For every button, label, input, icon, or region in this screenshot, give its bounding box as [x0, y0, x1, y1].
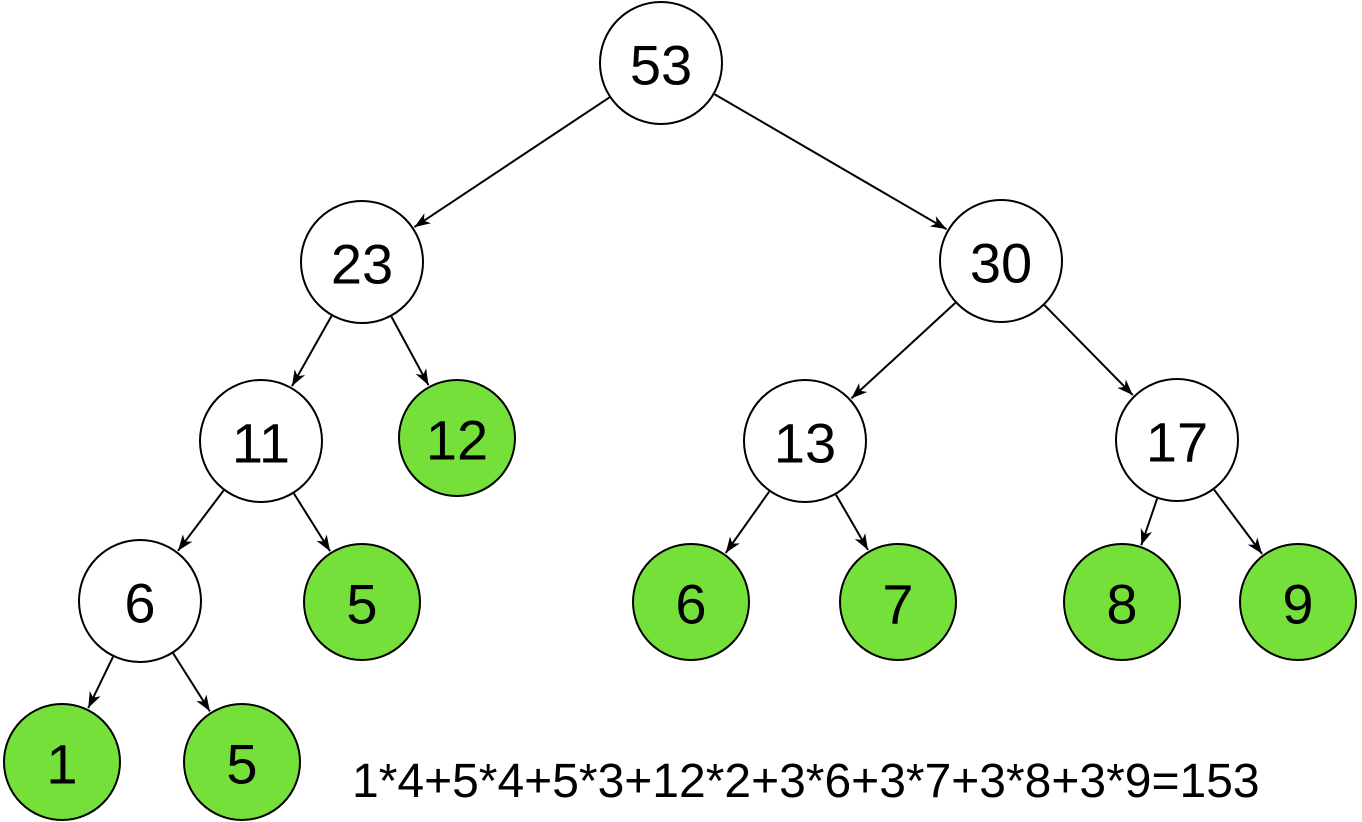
tree-edges [87, 93, 1263, 712]
tree-node-label: 53 [630, 34, 692, 97]
tree-node-circle [743, 379, 867, 503]
tree-node-label: 5 [226, 733, 257, 796]
tree-node-circle [1115, 378, 1239, 502]
tree-node-leaf-5a: 5 [303, 543, 421, 661]
tree-node-circle [303, 543, 421, 661]
tree-node-leaf-12: 12 [398, 379, 516, 497]
tree-edge-root-53-n-30 [714, 93, 948, 231]
tree-edge-n-23-n-11 [291, 315, 333, 387]
tree-node-circle [300, 200, 424, 324]
tree-edge-n-23-leaf-12 [390, 316, 430, 386]
tree-node-circle [398, 379, 516, 497]
tree-node-circle [199, 379, 323, 503]
tree-node-label: 5 [346, 573, 377, 636]
tree-edge-n-6-leaf-1 [87, 656, 114, 709]
tree-node-leaf-1: 1 [3, 703, 121, 821]
tree-edge-n-13-leaf-6 [724, 491, 771, 554]
tree-node-circle [839, 543, 957, 661]
tree-node-label: 6 [124, 572, 155, 635]
tree-node-label: 17 [1146, 411, 1208, 474]
tree-node-label: 13 [774, 412, 836, 475]
tree-node-leaf-9: 9 [1239, 543, 1357, 661]
tree-node-circle [939, 199, 1063, 323]
tree-node-root-53: 53 [599, 1, 723, 125]
tree-node-circle [1063, 543, 1181, 661]
tree-node-n-23: 23 [300, 200, 424, 324]
tree-node-label: 1 [46, 733, 77, 796]
tree-node-leaf-6: 6 [632, 543, 750, 661]
tree-node-n-11: 11 [199, 379, 323, 503]
tree-node-label: 30 [970, 232, 1032, 295]
tree-edge-n-11-leaf-5a [293, 492, 331, 552]
tree-node-circle [78, 539, 202, 663]
tree-node-circle [1239, 543, 1357, 661]
tree-node-leaf-8: 8 [1063, 543, 1181, 661]
tree-nodes: 53 23 30 11 12 13 17 6 5 6 7 8 9 1 5 [3, 1, 1357, 821]
tree-node-n-17: 17 [1115, 378, 1239, 502]
formula-text: 1*4+5*4+5*3+12*2+3*6+3*7+3*8+3*9=153 [352, 755, 1260, 808]
tree-edge-n-17-leaf-8 [1140, 498, 1159, 546]
tree-node-circle [599, 1, 723, 125]
tree-node-circle [632, 543, 750, 661]
tree-edge-n-30-n-17 [1043, 304, 1134, 396]
tree-edge-n-6-leaf-5b [172, 652, 211, 712]
tree-node-circle [183, 703, 301, 821]
tree-edge-n-17-leaf-9 [1213, 489, 1263, 555]
tree-node-n-30: 30 [939, 199, 1063, 323]
tree-node-circle [3, 703, 121, 821]
tree-node-leaf-5b: 5 [183, 703, 301, 821]
tree-edge-root-53-n-23 [413, 96, 610, 228]
tree-node-label: 6 [675, 573, 706, 636]
tree-node-label: 12 [426, 409, 488, 472]
tree-node-n-13: 13 [743, 379, 867, 503]
tree-node-label: 8 [1106, 573, 1137, 636]
tree-edge-n-13-leaf-7 [835, 494, 869, 551]
tree-node-label: 23 [331, 233, 393, 296]
tree-edge-n-30-n-13 [850, 302, 956, 400]
tree-edge-n-11-n-6 [177, 489, 225, 552]
tree-node-n-6: 6 [78, 539, 202, 663]
tree-node-label: 11 [232, 412, 290, 475]
tree-node-leaf-7: 7 [839, 543, 957, 661]
tree-node-label: 9 [1282, 573, 1313, 636]
tree-node-label: 7 [882, 573, 913, 636]
